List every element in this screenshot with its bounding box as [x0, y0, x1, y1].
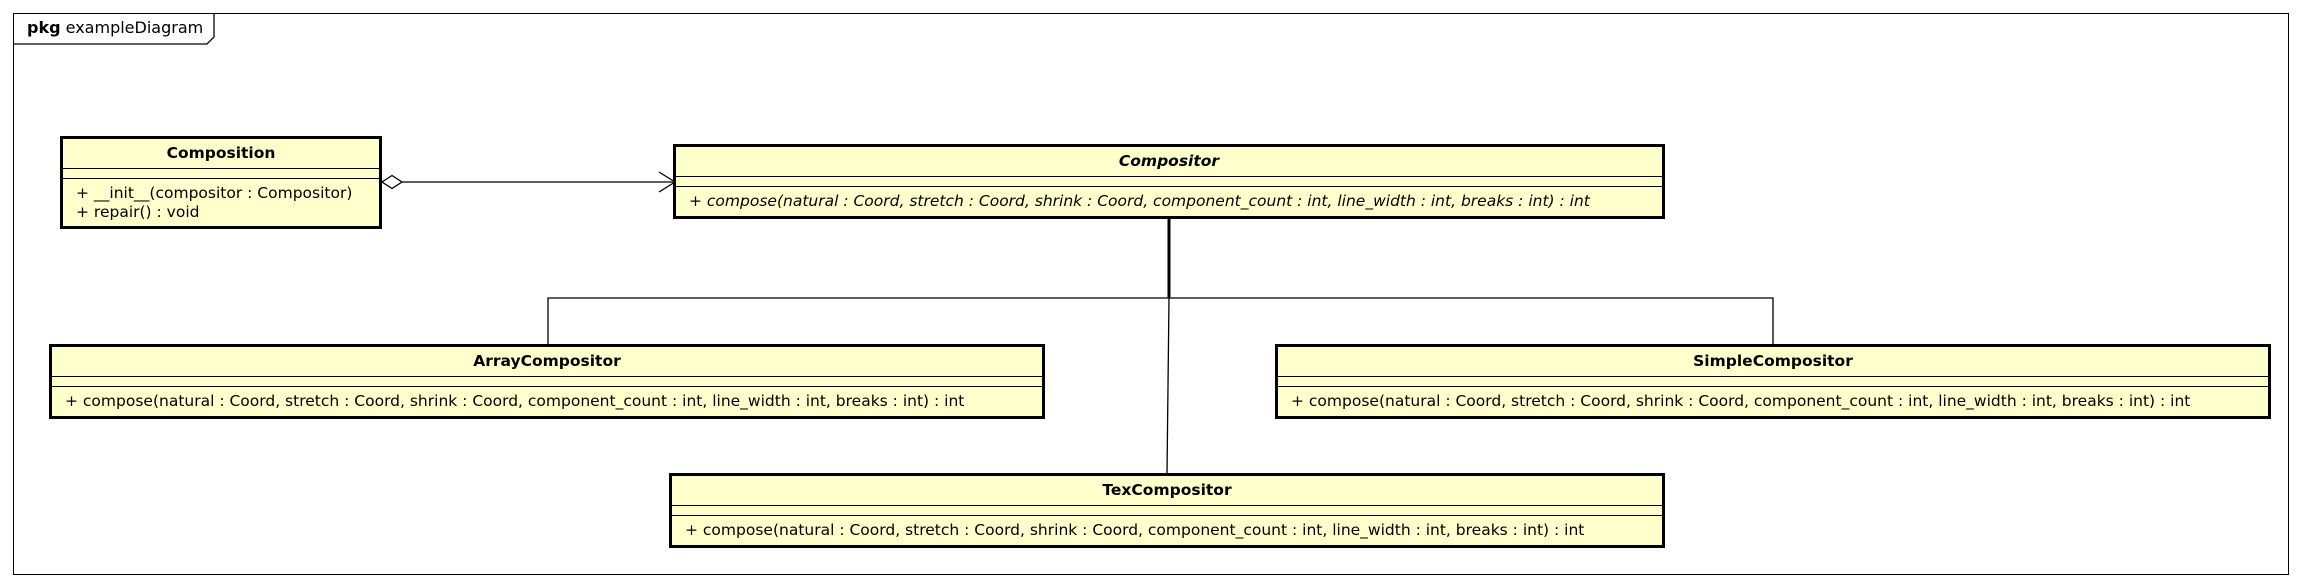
operation: + compose(natural : Coord, stretch : Coo… [685, 521, 1585, 539]
generalization-simple-compositor [1169, 297, 1774, 345]
class-name: TexCompositor [672, 476, 1662, 506]
operation: + repair() : void [76, 203, 200, 221]
operation: + compose(natural : Coord, stretch : Coo… [1291, 392, 2191, 410]
class-name: SimpleCompositor [1278, 347, 2268, 377]
attributes-compartment [52, 377, 1042, 387]
package-tab-outline [13, 13, 215, 45]
class-compositor[interactable]: Compositor + compose(natural : Coord, st… [673, 144, 1665, 219]
operation: + compose(natural : Coord, stretch : Coo… [65, 392, 965, 410]
class-simple-compositor[interactable]: SimpleCompositor + compose(natural : Coo… [1275, 344, 2271, 419]
operations-compartment: + compose(natural : Coord, stretch : Coo… [672, 516, 1662, 540]
package-keyword: pkg [27, 18, 61, 37]
class-composition[interactable]: Composition + __init__(compositor : Comp… [60, 136, 382, 229]
class-name: Compositor [676, 147, 1662, 177]
class-array-compositor[interactable]: ArrayCompositor + compose(natural : Coor… [49, 344, 1045, 419]
operations-compartment: + __init__(compositor : Compositor) + re… [63, 179, 379, 222]
attributes-compartment [63, 169, 379, 179]
package-tab: pkg exampleDiagram [13, 13, 217, 44]
operations-compartment: + compose(natural : Coord, stretch : Coo… [676, 187, 1662, 211]
package-name: exampleDiagram [65, 18, 204, 37]
class-tex-compositor[interactable]: TexCompositor + compose(natural : Coord,… [669, 473, 1665, 548]
class-name: ArrayCompositor [52, 347, 1042, 377]
attributes-compartment [672, 506, 1662, 516]
attributes-compartment [1278, 377, 2268, 387]
generalization-array-compositor [547, 297, 1169, 345]
operation: + compose(natural : Coord, stretch : Coo… [689, 192, 1590, 210]
aggregation-diamond [380, 174, 404, 190]
package-frame [13, 13, 2289, 575]
operations-compartment: + compose(natural : Coord, stretch : Coo… [1278, 387, 2268, 411]
operations-compartment: + compose(natural : Coord, stretch : Coo… [52, 387, 1042, 411]
class-name: Composition [63, 139, 379, 169]
operation: + __init__(compositor : Compositor) [76, 184, 353, 202]
attributes-compartment [676, 177, 1662, 187]
generalization-tex-compositor [1166, 297, 1170, 475]
